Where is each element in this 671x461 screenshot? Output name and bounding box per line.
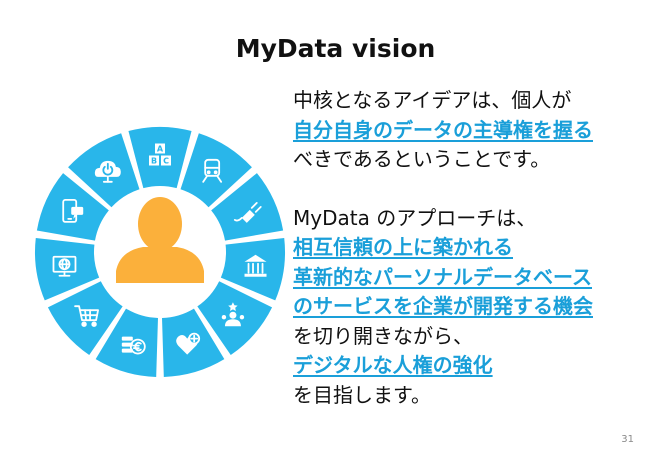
p2-highlight-trust: 相互信頼の上に築かれる [293, 235, 513, 259]
abc-letter-c: C [163, 157, 169, 166]
globe-monitor-icon [52, 255, 77, 277]
ring-segment [180, 133, 252, 208]
abc-letter-b: B [151, 157, 157, 166]
person-icon [116, 197, 204, 283]
heart-plus-icon [176, 332, 201, 355]
abc-letter-a: A [157, 145, 164, 154]
slide-title: MyData vision [235, 34, 436, 63]
p2-line5: を切り開きながら、 [293, 323, 473, 348]
p1-line3: べきであるということです。 [293, 147, 551, 171]
p2-line7: を目指します。 [293, 382, 431, 407]
page-number: 31 [621, 434, 634, 445]
p2-highlight-opportunity: のサービスを企業が開発する機会 [293, 294, 593, 318]
plug-icon [233, 202, 262, 223]
p1-highlight-line: 自分自身のデータの主導権を握る [293, 117, 593, 142]
train-icon [202, 158, 223, 183]
p2-highlight-innovative: 革新的なパーソナルデータベース [293, 264, 592, 289]
abc-blocks-icon [149, 143, 171, 166]
ring-segment [211, 173, 284, 241]
mobile-chat-icon [62, 199, 84, 223]
vision-text: 中核となるアイデアは、個人が 自分自身のデータの主導権を握る べきであるというこ… [293, 86, 663, 410]
ring-segment [128, 127, 192, 189]
euro-coins-icon [121, 336, 146, 355]
cloud-power-icon [94, 160, 121, 183]
person-star-icon [221, 302, 245, 327]
p2-line1: MyData のアプローチは、 [293, 205, 537, 230]
shopping-cart-icon [74, 305, 99, 327]
bank-icon [244, 254, 267, 277]
p1-line1: 中核となるアイデアは、個人が [293, 88, 572, 112]
ring-segment [36, 173, 109, 241]
p2-highlight-rights: デジタルな人権の強化 [293, 353, 493, 377]
